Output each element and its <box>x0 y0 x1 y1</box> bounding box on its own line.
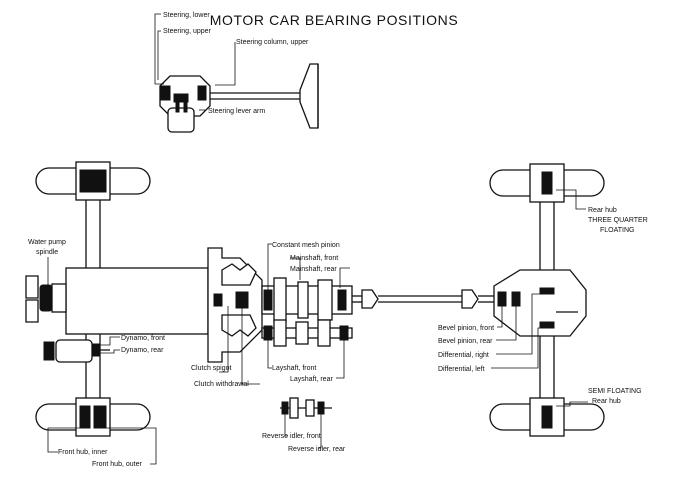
label-steering-column-upper: Steering column, upper <box>236 39 309 46</box>
label-front-hub-inner: Front hub, inner <box>58 449 108 456</box>
propeller-shaft <box>352 289 494 309</box>
label-layshaft-front: Layshaft, front <box>272 365 316 372</box>
leader-constant-mesh <box>267 243 272 290</box>
leader-rear-hub-top <box>556 189 586 210</box>
label-dynamo-rear: Dynamo, rear <box>121 347 164 354</box>
leader-layshaft-front <box>267 340 272 369</box>
label-rear-hub-top: Rear hub <box>588 207 617 214</box>
leader-reverse-idler-front <box>284 414 288 437</box>
leader-clutch-withdrawal <box>241 308 260 385</box>
leader-rear-hub-bottom <box>556 401 588 407</box>
label-dynamo-front: Dynamo, front <box>121 335 165 342</box>
leader-differential-left <box>491 327 542 369</box>
leader-mainshaft-rear <box>339 267 350 288</box>
leader-dynamo-front <box>100 336 120 346</box>
leader-front-hub-inner <box>47 427 82 453</box>
label-front-hub-outer: Front hub, outer <box>92 461 142 468</box>
label-rear-hub-bottom: Rear hub <box>592 398 621 405</box>
label-differential-left: Differential, left <box>438 366 485 373</box>
leader-bevel-pinion-front <box>497 306 503 328</box>
label-water-pump: Water pump <box>28 239 66 246</box>
reverse-idler <box>280 397 332 419</box>
label-mainshaft-front: Mainshaft, front <box>290 255 338 262</box>
leader-bevel-pinion-rear <box>496 306 517 341</box>
label-constant-mesh-pinion: Constant mesh pinion <box>272 242 340 249</box>
label-water-pump-spindle: spindle <box>36 249 58 256</box>
leader-steering-upper <box>157 30 161 80</box>
label-floating: FLOATING <box>600 227 634 234</box>
engine <box>25 267 209 363</box>
label-steering-upper: Steering, upper <box>163 28 212 35</box>
label-three-quarter: THREE QUARTER <box>588 217 648 224</box>
leader-steering-column-upper <box>215 42 236 86</box>
rear-axle <box>489 163 605 437</box>
leader-layshaft-rear <box>336 340 345 379</box>
leader-clutch-spigot <box>219 306 229 373</box>
leader-front-hub-outer <box>100 427 157 465</box>
label-steering-lever-arm: Steering lever arm <box>208 108 265 115</box>
steering-box <box>159 75 300 133</box>
leader-mainshaft-front <box>290 257 301 280</box>
leader-reverse-idler-rear <box>318 414 322 449</box>
label-reverse-idler-front: Reverse idler, front <box>262 433 321 440</box>
leader-differential-right <box>496 293 542 355</box>
label-semi-floating: SEMI FLOATING <box>588 388 642 395</box>
clutch-housing <box>207 247 263 363</box>
label-differential-right: Differential, right <box>438 352 489 359</box>
label-reverse-idler-rear: Reverse idler, rear <box>288 446 346 453</box>
label-bevel-pinion-rear: Bevel pinion, rear <box>438 338 493 345</box>
label-bevel-pinion-front: Bevel pinion, front <box>438 325 494 332</box>
label-steering-lower: Steering, lower <box>163 12 210 19</box>
leader-steering-lower <box>154 13 164 85</box>
label-mainshaft-rear: Mainshaft, rear <box>290 266 337 273</box>
diagram-title: MOTOR CAR BEARING POSITIONS <box>210 12 459 28</box>
label-layshaft-rear: Layshaft, rear <box>290 376 333 383</box>
label-clutch-spigot: Clutch spigot <box>191 365 232 372</box>
steering-wheel <box>299 63 319 129</box>
gearbox <box>261 277 353 347</box>
label-clutch-withdrawal: Clutch withdrawal <box>194 381 249 388</box>
leader-dynamo-rear <box>100 349 120 354</box>
